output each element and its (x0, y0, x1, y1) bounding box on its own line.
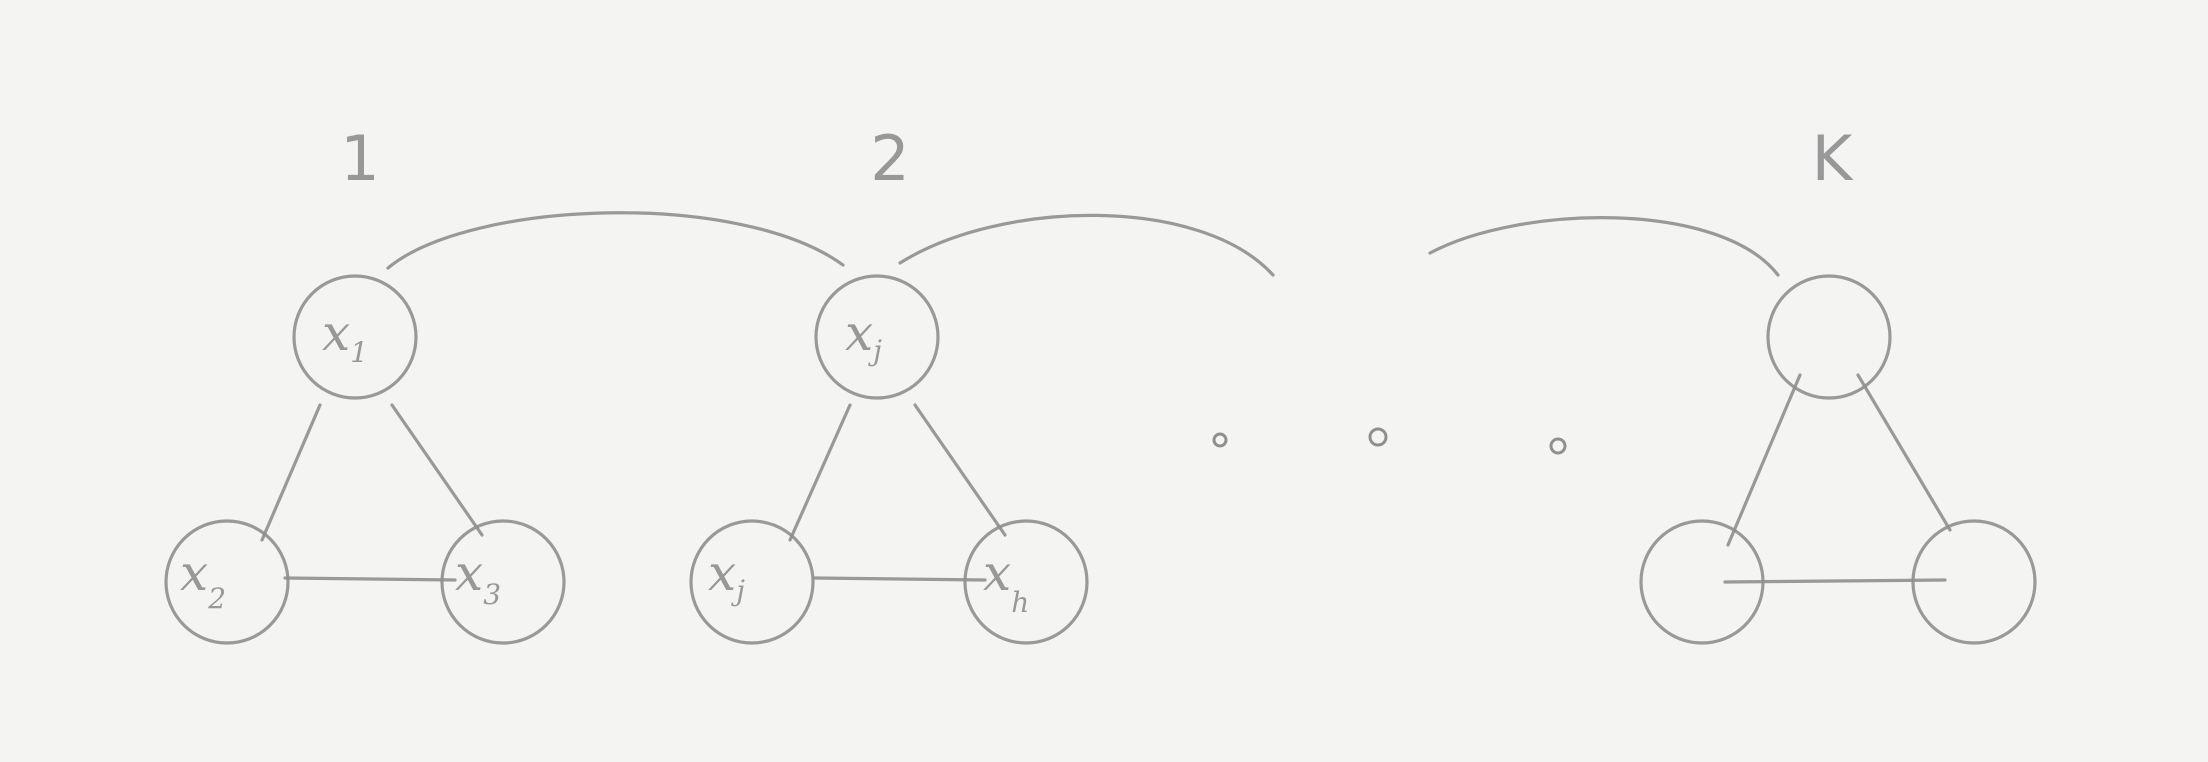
node-circle (164, 519, 290, 645)
node-label-sub: 1 (350, 336, 368, 369)
node-circle (1639, 519, 1765, 645)
group-label-2: 2 (870, 122, 909, 195)
edge-bottom (283, 576, 457, 582)
ellipsis-dot-3 (1549, 437, 1567, 455)
node-circle (963, 519, 1089, 645)
node-label-base: x (845, 304, 873, 362)
ellipsis-dots (1212, 427, 1567, 455)
edge-bottom (813, 576, 987, 582)
node-circle (689, 519, 815, 645)
node-group1-right: x3 (440, 519, 566, 645)
node-groupk-top (1766, 274, 1892, 400)
node-label-base: x (708, 544, 736, 602)
node-group1-left: x2 (164, 519, 290, 645)
ellipsis-dot-1 (1212, 432, 1228, 448)
node-label: x3 (455, 544, 501, 611)
node-group2-top: xj (814, 274, 940, 400)
node-label-sub: h (1011, 586, 1029, 619)
node-label-sub: 3 (483, 578, 501, 611)
node-label-base: x (983, 544, 1011, 602)
ellipsis-dot-2 (1368, 427, 1388, 447)
edge-top-right (390, 403, 484, 537)
node-label: x2 (180, 544, 226, 615)
node-label-base: x (180, 544, 208, 602)
node-label: xj (845, 304, 882, 367)
arc-ellipsis-to-groupK (1428, 216, 1780, 277)
edge-top-left (1726, 373, 1802, 547)
node-group2-right: xh (963, 519, 1089, 645)
node-circle (440, 519, 566, 645)
group-1-edges (260, 403, 484, 582)
node-label: xj (708, 544, 745, 607)
node-label-sub: 2 (207, 582, 226, 615)
group-label-1: 1 (340, 122, 379, 195)
node-label: x1 (322, 304, 368, 369)
node-circle (814, 274, 940, 400)
arc-group1-to-group2 (386, 211, 845, 270)
group-2-edges (788, 403, 1007, 582)
node-circle (292, 274, 418, 400)
node-group1-top: x1 (292, 274, 418, 400)
node-groupk-right (1911, 519, 2037, 645)
node-label-base: x (455, 544, 483, 602)
node-circle (1911, 519, 2037, 645)
node-circle (1766, 274, 1892, 400)
edge-top-left (788, 403, 852, 542)
arc-group2-to-ellipsis (898, 213, 1275, 277)
edge-top-left (260, 403, 322, 542)
node-label-base: x (322, 304, 350, 362)
edge-top-right (1856, 373, 1952, 532)
group-k-edges (1723, 373, 1952, 584)
group-label-k: K (1812, 122, 1854, 195)
edge-top-right (913, 403, 1007, 537)
node-label: xh (983, 544, 1029, 619)
node-group2-left: xj (689, 519, 815, 645)
node-groupk-left (1639, 519, 1765, 645)
